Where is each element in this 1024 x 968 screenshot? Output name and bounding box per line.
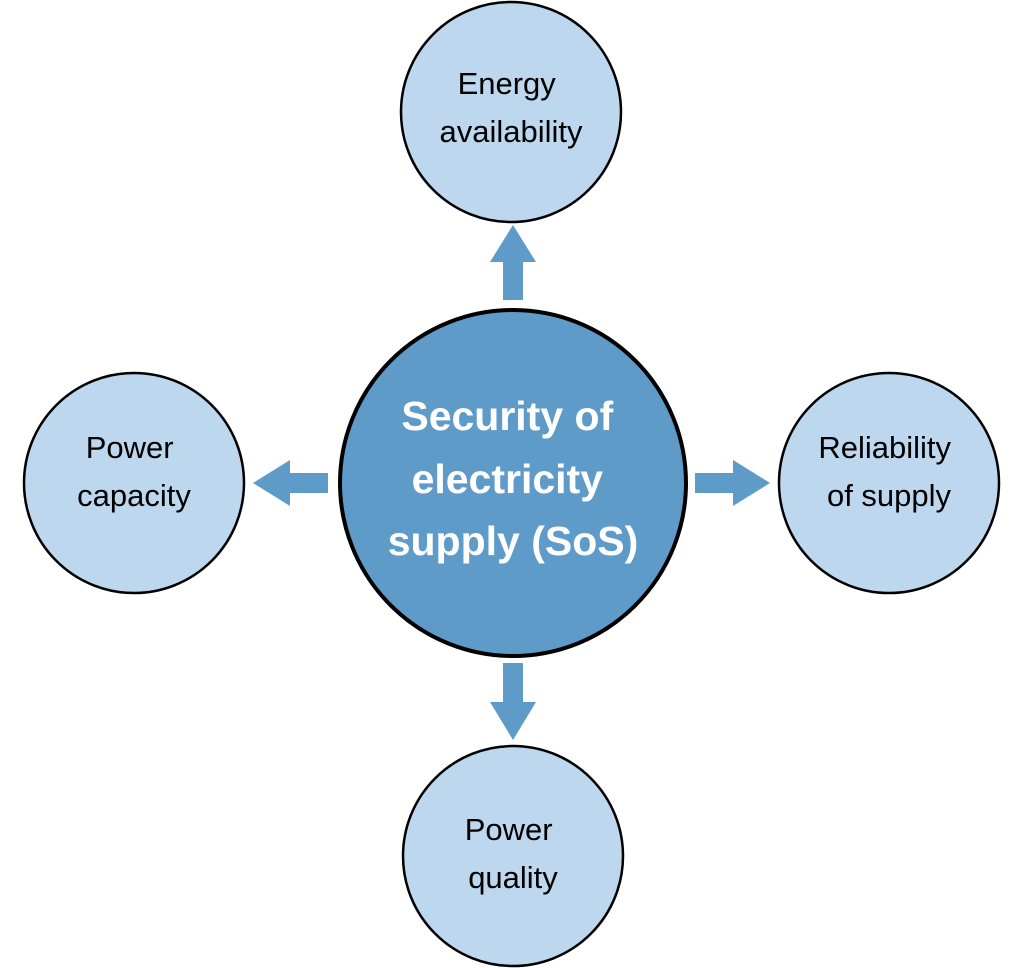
arrows — [253, 225, 770, 740]
power-capacity-label: Power capacity — [77, 430, 191, 513]
reliability-of-supply-line-2: of supply — [827, 478, 952, 513]
center-label-line-1: Security of — [401, 393, 613, 439]
power-capacity-circle — [22, 371, 246, 595]
reliability-of-supply-circle — [777, 371, 1001, 595]
power-quality-line-2: quality — [468, 860, 558, 895]
node-power-capacity: Power capacity — [22, 371, 246, 595]
center-label-line-3: supply (SoS) — [388, 518, 639, 564]
node-power-quality: Power quality — [401, 744, 625, 968]
node-energy-availability: Energy availability — [399, 0, 623, 224]
center-label-line-2: electricity — [412, 456, 604, 502]
arrow-to-energy-availability — [490, 225, 536, 300]
arrow-to-reliability-of-supply — [695, 460, 770, 506]
power-capacity-line-1: Power — [86, 430, 174, 465]
arrow-to-power-quality — [490, 663, 536, 740]
energy-availability-circle — [399, 0, 623, 224]
power-quality-circle — [401, 744, 625, 968]
reliability-of-supply-line-1: Reliability — [818, 430, 951, 465]
arrow-to-power-capacity — [253, 460, 328, 506]
reliability-of-supply-label: Reliability of supply — [818, 430, 959, 513]
center-circle — [338, 308, 688, 658]
energy-availability-label: Energy availability — [439, 66, 583, 149]
power-quality-label: Power quality — [465, 812, 562, 895]
power-quality-line-1: Power — [465, 812, 553, 847]
energy-availability-line-2: availability — [439, 114, 583, 149]
power-capacity-line-2: capacity — [77, 478, 191, 513]
node-reliability-of-supply: Reliability of supply — [777, 371, 1001, 595]
energy-availability-line-1: Energy — [458, 66, 557, 101]
center-node: Security of electricity supply (SoS) — [338, 308, 688, 658]
center-label: Security of electricity supply (SoS) — [388, 393, 639, 564]
